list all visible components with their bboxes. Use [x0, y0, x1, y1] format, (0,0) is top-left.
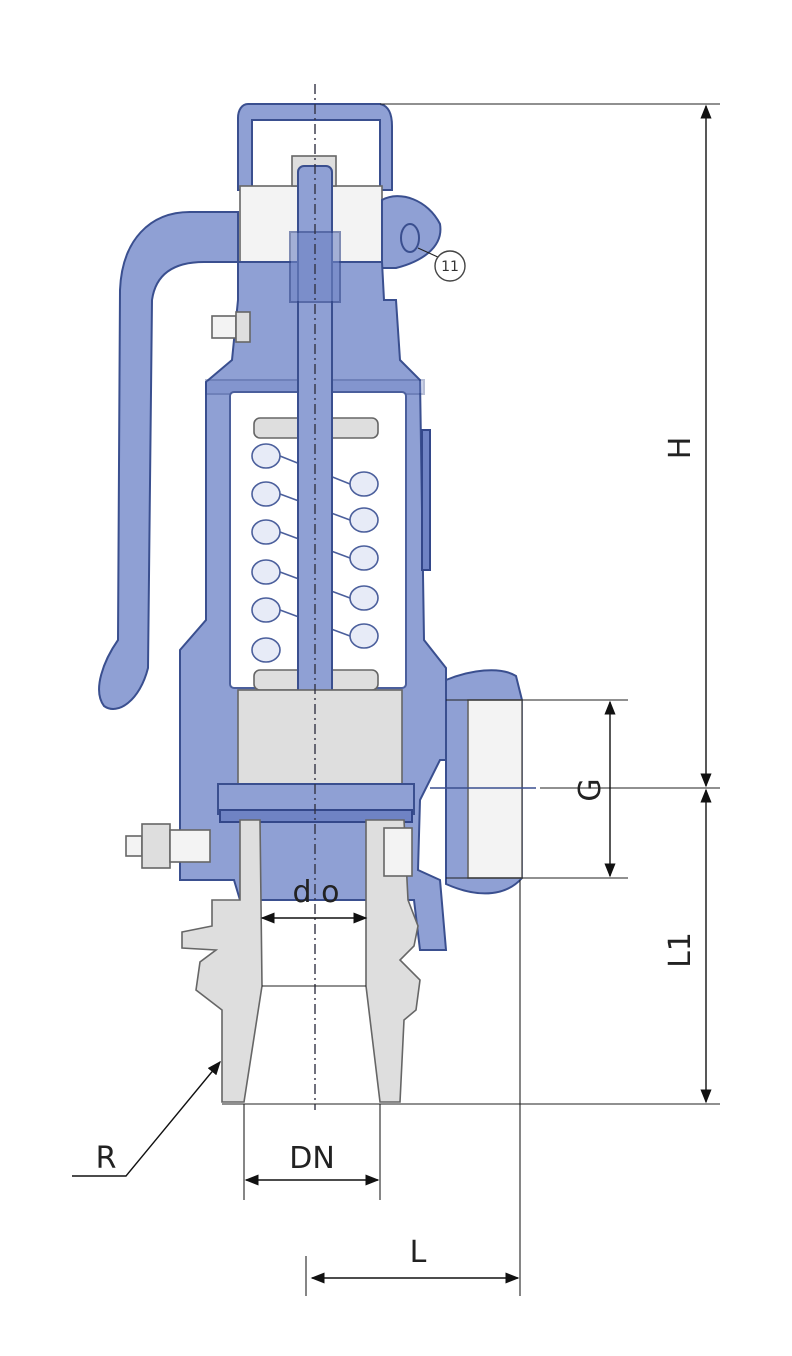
- lifting-lever: [98, 211, 239, 710]
- drain-bolt: [125, 823, 211, 869]
- svg-text:G: G: [573, 778, 608, 801]
- svg-text:L1: L1: [663, 932, 698, 968]
- dimension-do: d o: [260, 875, 368, 924]
- callout-11: 11: [417, 247, 466, 282]
- svg-text:DN: DN: [289, 1141, 335, 1176]
- svg-text:d o: d o: [293, 875, 340, 910]
- dimension-h: H: [663, 104, 712, 788]
- dimension-l: L: [310, 1235, 520, 1284]
- extension-lines: [222, 103, 720, 1296]
- dimension-l1: L1: [663, 788, 712, 1104]
- leader-r: R: [72, 1060, 221, 1177]
- disc-holder: [217, 689, 415, 823]
- svg-text:L: L: [410, 1235, 427, 1270]
- svg-text:H: H: [663, 437, 698, 460]
- inlet-nozzle: [181, 819, 421, 1103]
- svg-text:R: R: [96, 1141, 117, 1176]
- svg-text:11: 11: [441, 259, 459, 275]
- dimension-g: G: [573, 700, 616, 878]
- dimension-dn: DN: [244, 1141, 380, 1186]
